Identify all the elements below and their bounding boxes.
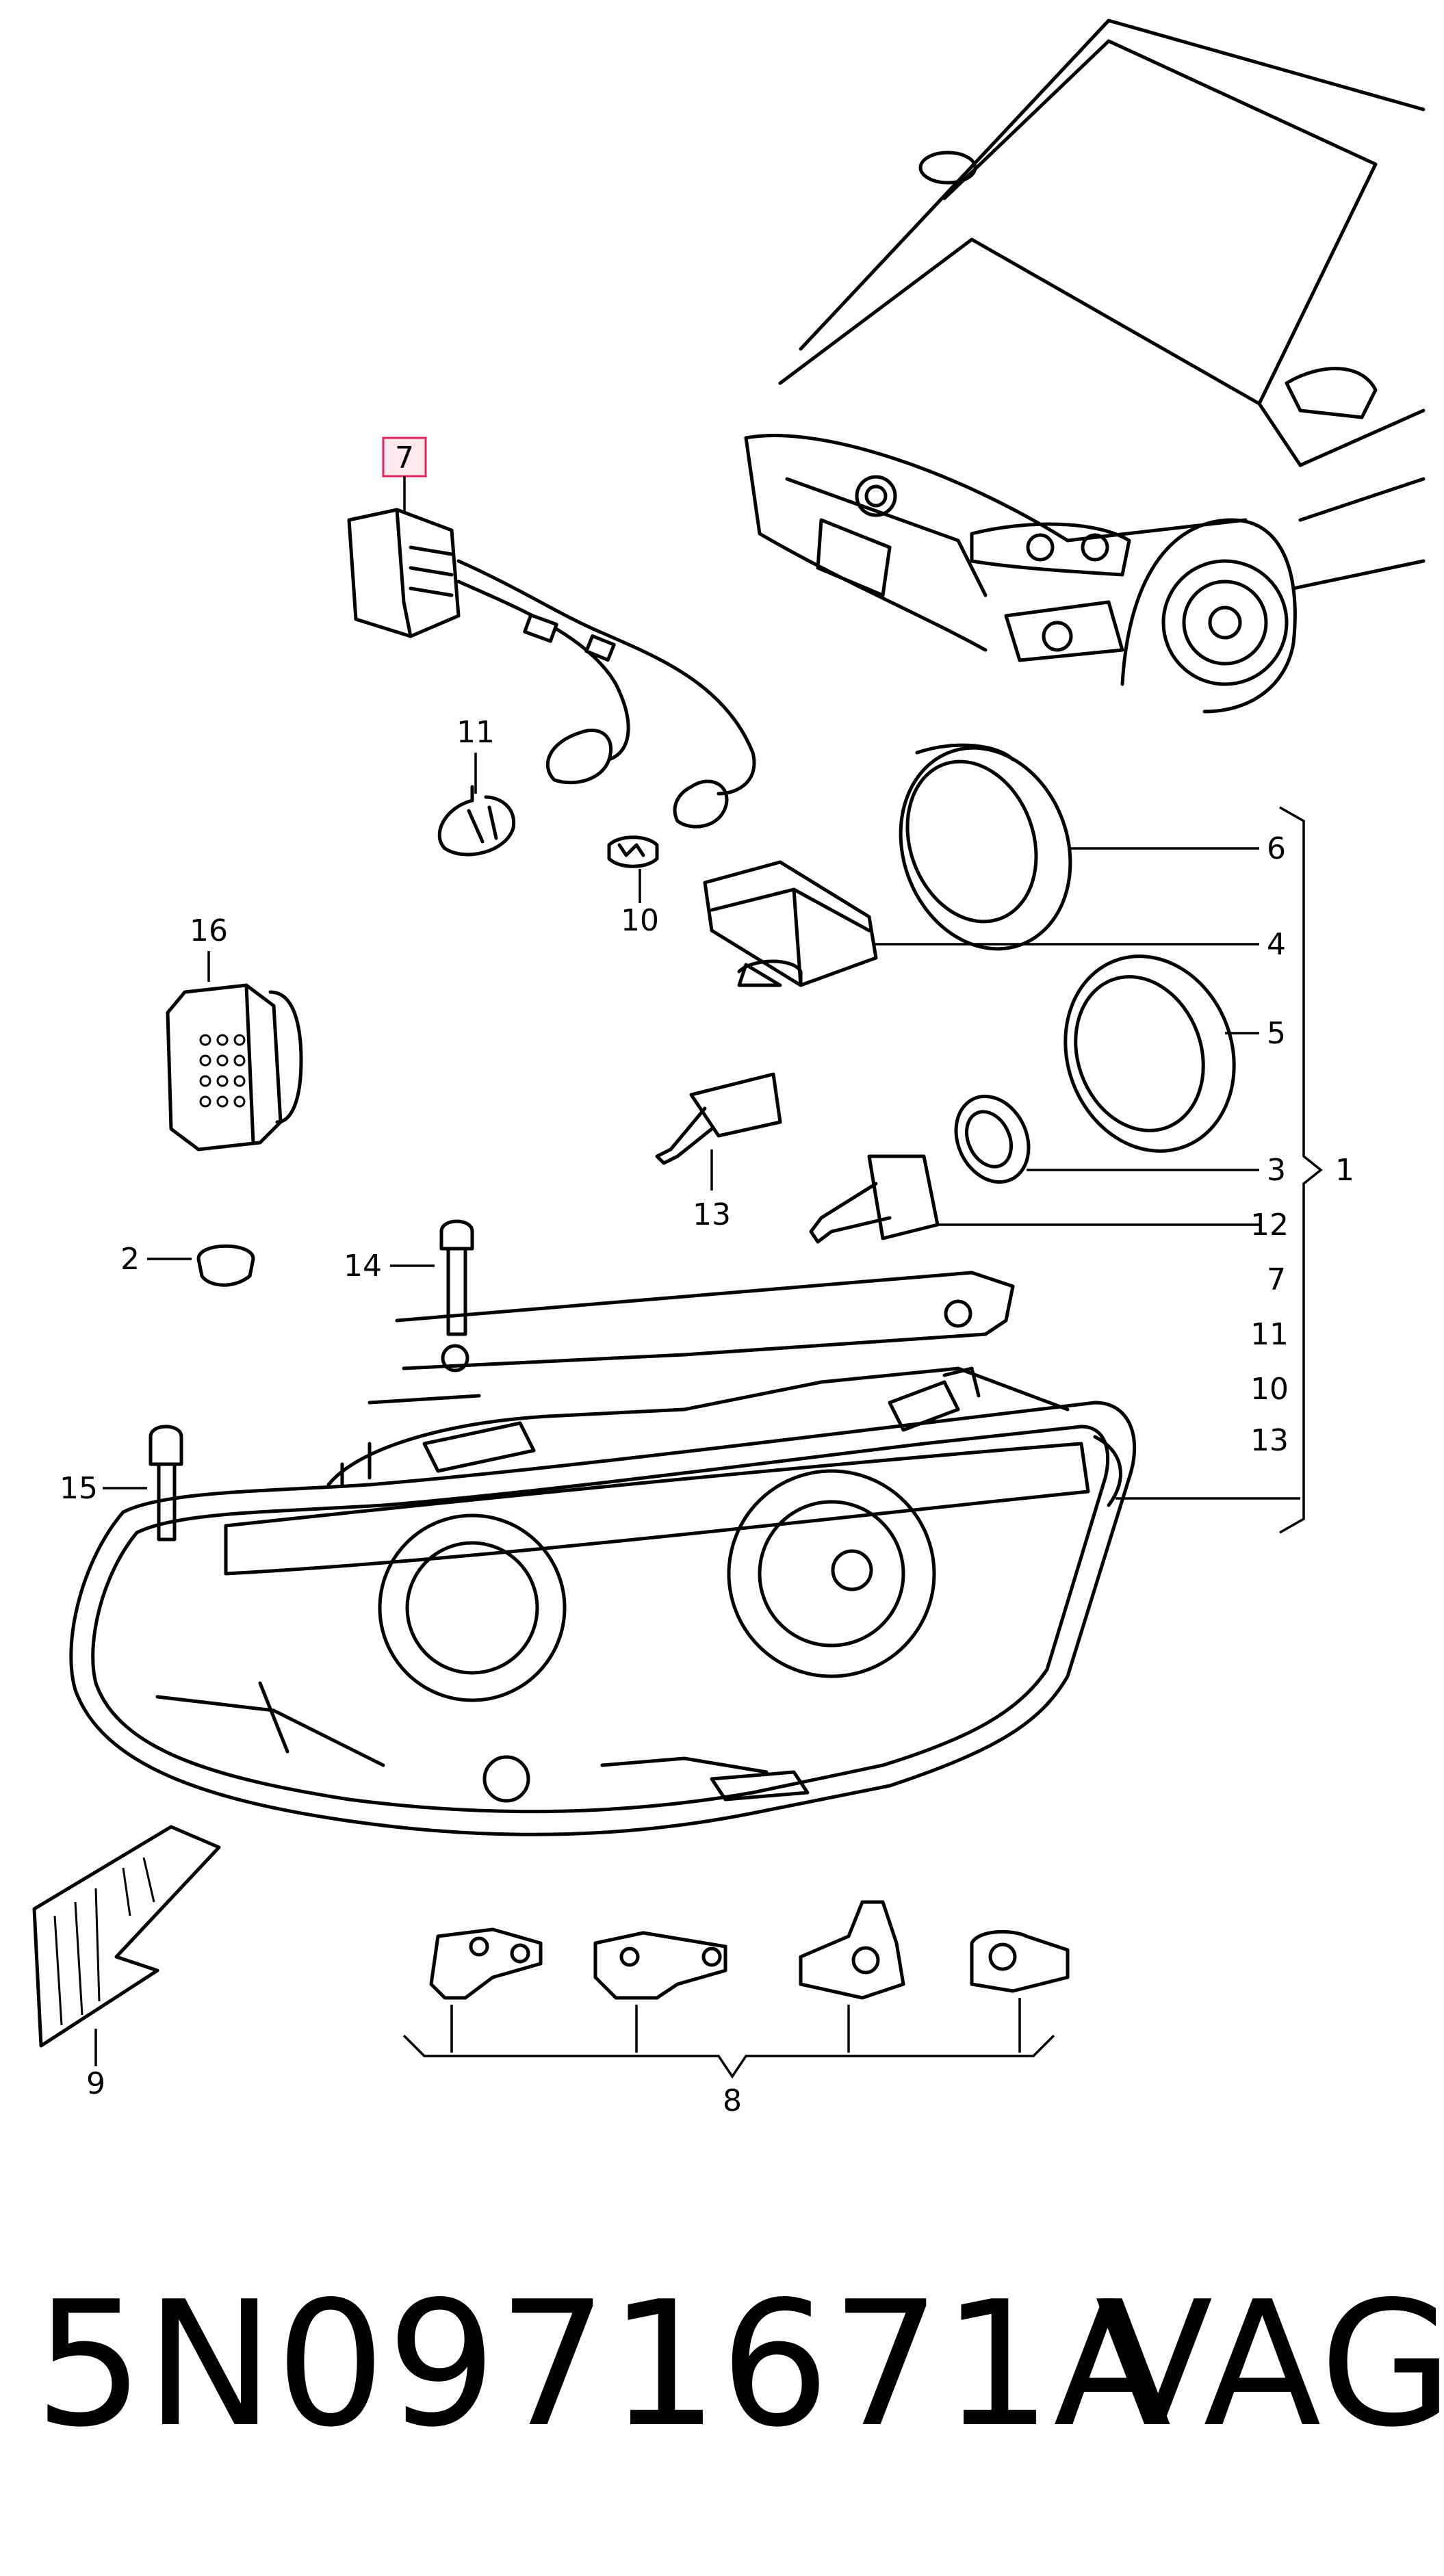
label-3: 3: [1267, 1153, 1286, 1188]
label-10: 10: [621, 903, 659, 938]
bracket-label-11: 11: [1250, 1317, 1289, 1352]
label-13: 13: [693, 1197, 731, 1232]
label-16: 16: [190, 913, 228, 948]
bulb-part-10[interactable]: [607, 835, 659, 903]
part-number-banner: 5N0971671A VAG: [0, 2265, 1444, 2470]
label-2: 2: [120, 1242, 140, 1277]
label-1: 1: [1335, 1153, 1354, 1188]
label-14: 14: [344, 1249, 382, 1284]
vehicle-illustration: [744, 18, 1426, 714]
label-7: 7: [395, 441, 414, 476]
screw-part-14[interactable]: [390, 1219, 474, 1336]
label-6: 6: [1267, 831, 1286, 866]
lens-part-9[interactable]: [32, 1825, 221, 2066]
bracket-label-13: 13: [1250, 1423, 1289, 1458]
brand-name: VAG: [1095, 2265, 1444, 2465]
label-5: 5: [1267, 1016, 1286, 1051]
socket-part-3[interactable]: [942, 1084, 1259, 1194]
label-11: 11: [456, 715, 495, 750]
label-8: 8: [723, 2083, 742, 2118]
callout-labels: 7 11 10 16 6 4 5 3 1 13 12 7 11 10 13 2 …: [60, 441, 1354, 2118]
label-15: 15: [60, 1471, 98, 1506]
label-12: 12: [1250, 1208, 1289, 1243]
connector-part-16[interactable]: [166, 951, 303, 1152]
bulb-part-11[interactable]: [437, 753, 516, 857]
bulb-part-13[interactable]: [655, 1072, 782, 1191]
bulb-part-12[interactable]: [809, 1154, 1259, 1244]
part-number: 5N0971671A: [34, 2265, 1173, 2465]
ring-part-5[interactable]: [1039, 933, 1261, 1175]
ring-part-6[interactable]: [873, 724, 1259, 973]
bracket-label-7: 7: [1267, 1262, 1286, 1297]
bracket-set-part-8[interactable]: [402, 1900, 1070, 2079]
label-9: 9: [86, 2066, 105, 2101]
group-bracket-part-1: [1116, 806, 1323, 1534]
bracket-label-10: 10: [1250, 1372, 1289, 1407]
motor-part-4[interactable]: [703, 860, 1259, 987]
headlight-housing-part-1[interactable]: [69, 1366, 1137, 1836]
wiring-harness-part-7[interactable]: [347, 508, 756, 829]
label-4: 4: [1267, 927, 1286, 962]
gasket-strips[interactable]: [368, 1271, 1015, 1405]
cap-part-2[interactable]: [147, 1244, 255, 1287]
